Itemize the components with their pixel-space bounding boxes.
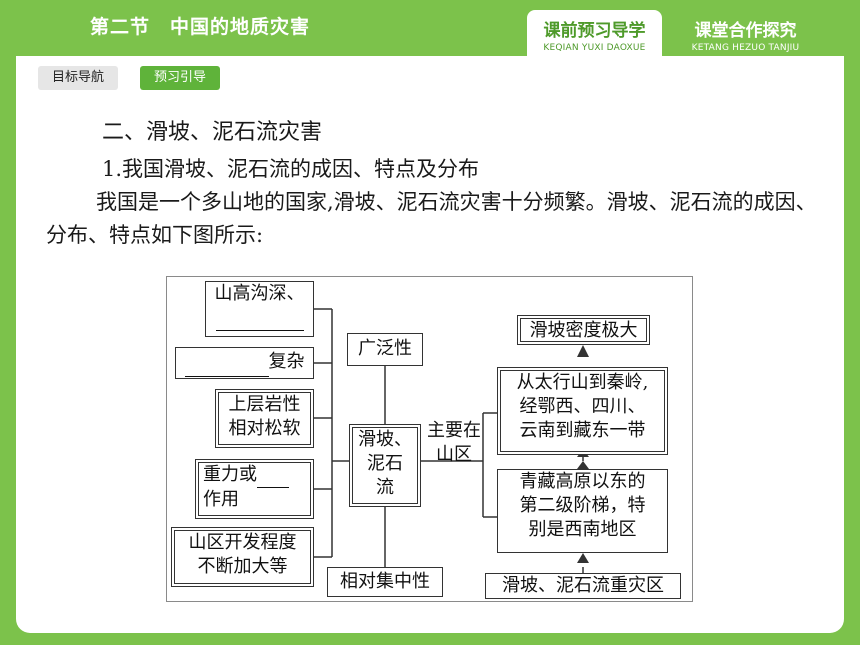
region-box-disaster-zone: 滑坡、泥石流重灾区 xyxy=(485,573,681,599)
subnav-preview-guide[interactable]: 预习引导 xyxy=(140,66,221,90)
center-line3: 流 xyxy=(376,477,394,498)
feature-concentrated-text: 相对集中性 xyxy=(340,571,430,592)
diagram-connectors xyxy=(314,308,589,573)
tab-preview-study[interactable]: 课前预习导学 KEQIAN YUXI DAOXUE xyxy=(527,10,662,56)
region-box-density: 滑坡密度极大 xyxy=(517,315,650,345)
region-box-qinghai: 青藏高原以东的 第二级阶梯，特 别是西南地区 xyxy=(497,469,668,553)
cause-gravity-line2: 作用 xyxy=(203,489,239,510)
main-in-line2: 山区 xyxy=(436,444,472,465)
cause-mountain-gully-blank xyxy=(206,306,313,331)
cause-box-complex: 复杂 xyxy=(175,347,314,379)
tab-preview-study-pinyin: KEQIAN YUXI DAOXUE xyxy=(543,43,646,53)
main-in-mountain-label: 主要在 山区 xyxy=(425,419,483,467)
feature-box-widespread: 广泛性 xyxy=(347,333,423,366)
cause-gravity-blank xyxy=(257,463,289,488)
content-card: 目标导航 预习引导 二、滑坡、泥石流灾害 1.我国滑坡、泥石流的成因、特点及分布… xyxy=(16,56,844,633)
center-line1: 滑坡、 xyxy=(358,429,412,450)
subsection-heading: 1.我国滑坡、泥石流的成因、特点及分布 xyxy=(102,157,480,181)
region-qinghai-line1: 青藏高原以东的 xyxy=(519,471,646,492)
region-taihang-line3: 云南到藏东一带 xyxy=(519,420,646,441)
cause-development-line2: 不断加大等 xyxy=(197,556,288,577)
cause-complex-blank xyxy=(184,348,269,377)
landslide-debris-flow-diagram: 山高沟深、 复杂 上层岩性 相对松软 重力或 作用 山区开发程度 不断加大等 滑… xyxy=(166,276,693,602)
tab-class-cooperation-pinyin: KETANG HEZUO TANJIU xyxy=(691,43,800,53)
region-taihang-line1: 从太行山到秦岭, xyxy=(516,372,649,393)
feature-widespread-text: 广泛性 xyxy=(358,338,412,359)
region-qinghai-line3: 别是西南地区 xyxy=(528,519,637,540)
cause-mountain-gully-text: 山高沟深、 xyxy=(214,283,305,304)
region-box-taihang: 从太行山到秦岭, 经鄂西、四川、 云南到藏东一带 xyxy=(497,367,668,455)
cause-rock-line1: 上层岩性 xyxy=(228,394,301,415)
region-taihang-line2: 经鄂西、四川、 xyxy=(519,396,646,417)
cause-complex-text: 复杂 xyxy=(268,351,305,372)
section-heading: 二、滑坡、泥石流灾害 xyxy=(102,120,323,145)
section-title: 第二节 中国的地质灾害 xyxy=(90,16,311,38)
cause-box-rock: 上层岩性 相对松软 xyxy=(215,389,314,448)
region-disaster-zone-text: 滑坡、泥石流重灾区 xyxy=(502,575,664,596)
region-density-text: 滑坡密度极大 xyxy=(529,320,638,341)
tab-class-cooperation[interactable]: 课堂合作探究 KETANG HEZUO TANJIU xyxy=(678,10,813,56)
subnav-goal-navigation[interactable]: 目标导航 xyxy=(38,66,119,90)
feature-box-concentrated: 相对集中性 xyxy=(327,567,443,597)
top-header: 第二节 中国的地质灾害 课前预习导学 KEQIAN YUXI DAOXUE 课堂… xyxy=(0,0,860,56)
cause-box-development: 山区开发程度 不断加大等 xyxy=(171,527,314,587)
center-box-landslide: 滑坡、 泥石 流 xyxy=(349,424,421,507)
cause-rock-line2: 相对松软 xyxy=(228,418,301,439)
center-line2: 泥石 xyxy=(367,453,403,474)
tab-class-cooperation-label: 课堂合作探究 xyxy=(694,21,797,41)
cause-gravity-line1: 重力或 xyxy=(203,464,257,485)
main-in-line1: 主要在 xyxy=(427,420,481,441)
cause-box-mountain-gully: 山高沟深、 xyxy=(205,281,314,337)
cause-development-line1: 山区开发程度 xyxy=(188,532,297,553)
region-qinghai-line2: 第二级阶梯，特 xyxy=(519,495,646,516)
tab-preview-study-label: 课前预习导学 xyxy=(543,21,646,41)
cause-box-gravity: 重力或 作用 xyxy=(195,459,314,519)
intro-paragraph: 我国是一个多山地的国家,滑坡、泥石流灾害十分频繁。滑坡、泥石流的成因、分布、特点… xyxy=(46,190,817,247)
